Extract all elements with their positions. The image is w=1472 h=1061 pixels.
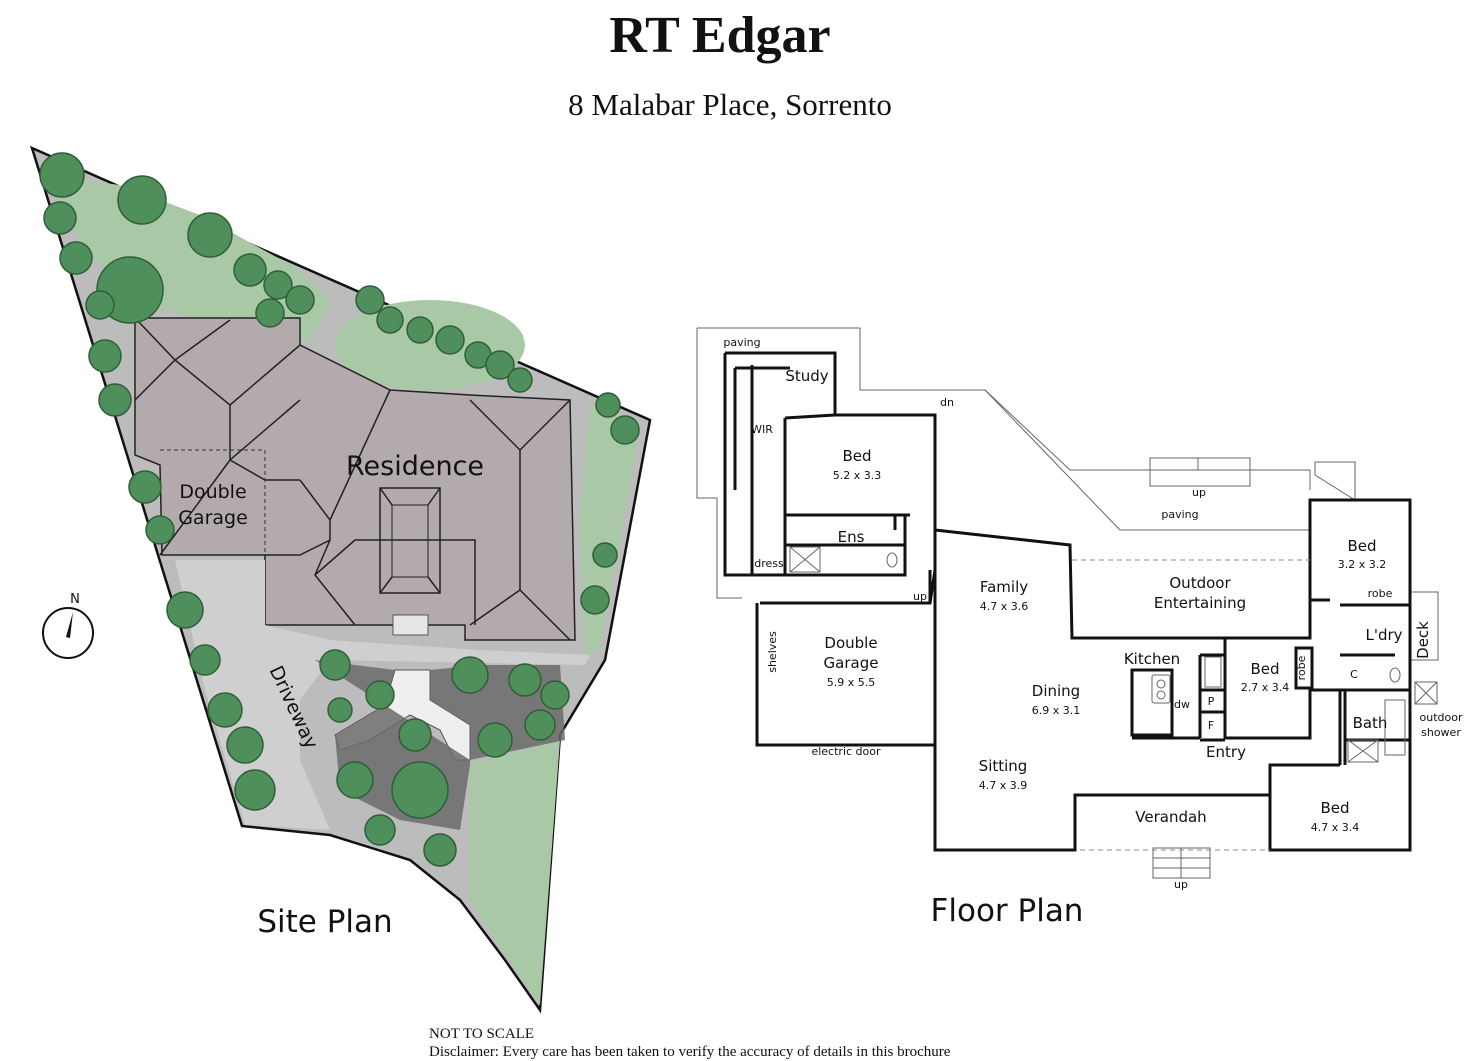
brand-title: RT Edgar — [609, 7, 830, 64]
fp-linen: C — [1350, 668, 1358, 681]
fp-outdoor-2: Entertaining — [1154, 594, 1246, 612]
site-garage-label-1: Double — [179, 481, 246, 503]
driveway — [175, 560, 590, 830]
fp-wir: WIR — [751, 423, 773, 436]
not-to-scale: NOT TO SCALE — [429, 1026, 534, 1042]
fp-bath: Bath — [1353, 714, 1388, 732]
fp-study: Study — [785, 367, 828, 385]
fp-bed-master-dim: 5.2 x 3.3 — [833, 469, 882, 482]
fp-fridge: F — [1208, 719, 1214, 732]
fp-shelves: shelves — [766, 631, 779, 673]
fp-bed2-dim: 3.2 x 3.2 — [1338, 558, 1387, 571]
fp-bed3-dim: 2.7 x 3.4 — [1241, 681, 1290, 694]
disclaimer: Disclaimer: Every care has been taken to… — [429, 1044, 951, 1060]
fp-bed4-dim: 4.7 x 3.4 — [1311, 821, 1360, 834]
fp-ens: Ens — [838, 528, 865, 546]
fp-bed-master: Bed — [842, 447, 871, 465]
fp-paving-top: paving — [723, 336, 760, 349]
garage-dashed-outline — [160, 449, 266, 555]
fp-family: Family — [980, 578, 1028, 596]
trees — [39, 152, 640, 867]
walls-main — [933, 498, 1412, 852]
fp-bed4: Bed — [1320, 799, 1349, 817]
garden-bed-south — [315, 660, 565, 830]
fp-outdoor-shower-2: shower — [1421, 726, 1461, 739]
walls-west-wing — [723, 351, 937, 577]
fp-garage-1: Double — [824, 634, 877, 652]
site-residence-label: Residence — [346, 451, 484, 482]
fp-sitting-dim: 4.7 x 3.9 — [979, 779, 1028, 792]
fp-verandah: Verandah — [1135, 808, 1206, 826]
fp-garage-dim: 5.9 x 5.5 — [827, 676, 876, 689]
fp-outdoor-shower-1: outdoor — [1420, 711, 1463, 724]
site-plan: Residence Double Garage Driveway N Site … — [29, 145, 652, 1014]
fp-deck: Deck — [1414, 621, 1432, 659]
ens-shower — [789, 546, 821, 573]
robe-box — [1294, 646, 1314, 690]
fp-electric-door: electric door — [811, 745, 881, 758]
corner-step — [1314, 461, 1356, 501]
roof-ridges — [134, 317, 571, 641]
outdoor-shower-pad — [1414, 681, 1438, 705]
steps-front — [392, 614, 429, 636]
walls-garage — [755, 545, 937, 747]
compass-needle-icon — [66, 612, 73, 638]
floor-plan: paving Study dn WIR Bed 5.2 x 3.3 Ens dr… — [696, 327, 1463, 929]
fp-robe: robe — [1295, 655, 1308, 680]
fp-dining: Dining — [1032, 682, 1080, 700]
residence-roof — [134, 317, 576, 641]
fp-bed2: Bed — [1347, 537, 1376, 555]
bath-toilet — [1389, 667, 1401, 683]
fp-robe2: robe — [1368, 587, 1393, 600]
fp-dw: dw — [1174, 698, 1190, 711]
cooktop — [1204, 656, 1222, 688]
walls-laundry-bath — [1340, 603, 1410, 765]
fp-pantry: P — [1208, 695, 1215, 708]
kitchen-sink — [1151, 674, 1171, 704]
bath-tub — [1384, 699, 1406, 756]
roof-hip-center — [379, 487, 441, 594]
fp-up-rear: up — [1192, 486, 1206, 499]
fp-up-garage: up — [913, 590, 927, 603]
fp-dining-dim: 6.9 x 3.1 — [1032, 704, 1081, 717]
fp-paving-rear: paving — [1161, 508, 1198, 521]
lawn-north — [42, 175, 330, 340]
fp-entry: Entry — [1206, 743, 1246, 761]
shower — [1347, 739, 1379, 763]
fp-up-front: up — [1174, 878, 1188, 891]
property-address: 8 Malabar Place, Sorrento — [568, 87, 892, 122]
floor-plan-title: Floor Plan — [931, 893, 1084, 929]
north-compass: N — [42, 592, 94, 659]
fp-laundry: L'dry — [1365, 626, 1402, 644]
fp-kitchen: Kitchen — [1124, 650, 1180, 668]
site-plan-title: Site Plan — [257, 904, 392, 940]
fp-outdoor-1: Outdoor — [1169, 574, 1231, 592]
compass-n-label: N — [70, 592, 80, 607]
fp-bed3: Bed — [1250, 660, 1279, 678]
fp-family-dim: 4.7 x 3.6 — [980, 600, 1029, 613]
fp-dress: dress — [754, 557, 784, 570]
lawn-south — [470, 740, 560, 1005]
fp-sitting: Sitting — [979, 757, 1028, 775]
rear-steps — [1149, 457, 1251, 487]
fp-dn: dn — [940, 396, 954, 409]
ensuite-box — [783, 543, 907, 577]
kitchen-island — [1130, 668, 1174, 737]
site-garage-label-2: Garage — [178, 507, 248, 529]
roof-hip-inner — [391, 504, 429, 578]
fp-garage-2: Garage — [824, 654, 879, 672]
ens-toilet — [886, 552, 898, 568]
